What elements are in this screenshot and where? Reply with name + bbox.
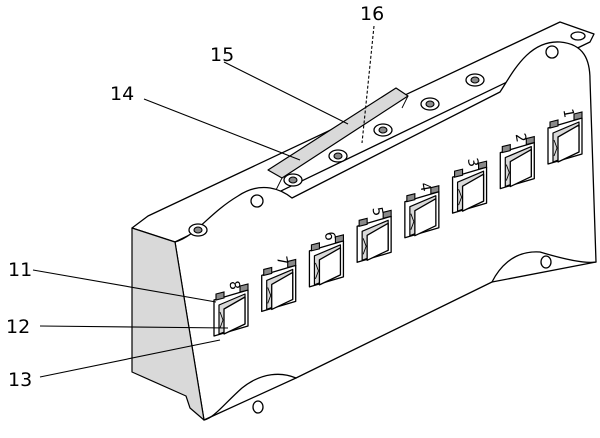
ref-numeral-13: 13 [8,369,32,391]
mounting-hole-top-right [545,45,559,59]
left-side-face [131,227,205,421]
port-number-3: 3 [464,157,481,169]
port-number-6: 6 [321,230,338,242]
top-screw-holes [188,31,586,237]
leader-lines [32,25,375,378]
ref-numeral-15: 15 [210,44,234,66]
ref-numeral-14: 14 [110,83,134,105]
port-6 [308,234,345,288]
ref-numeral-16: 16 [360,3,384,25]
port-number-group: 1 2 3 4 5 6 7 8 [225,108,576,292]
port-7 [261,258,297,313]
port-number-5: 5 [368,206,385,218]
port-number-4: 4 [416,181,433,193]
mounting-hole-bottom-left [252,400,264,414]
port-number-7: 7 [273,255,290,267]
port-5 [356,209,392,263]
port-number-2: 2 [512,132,529,144]
port-number-8: 8 [225,280,242,292]
mounting-hole-top-left [250,194,264,208]
port-number-1: 1 [559,108,576,120]
ref-numeral-11: 11 [8,259,32,281]
port-4 [404,185,440,239]
port-3 [451,160,488,214]
port-1 [547,111,583,165]
port-8 [213,283,249,337]
mounting-hole-bottom-right [540,255,552,269]
port-2 [499,135,535,190]
port-group [213,111,583,337]
ref-numeral-12: 12 [6,316,30,338]
